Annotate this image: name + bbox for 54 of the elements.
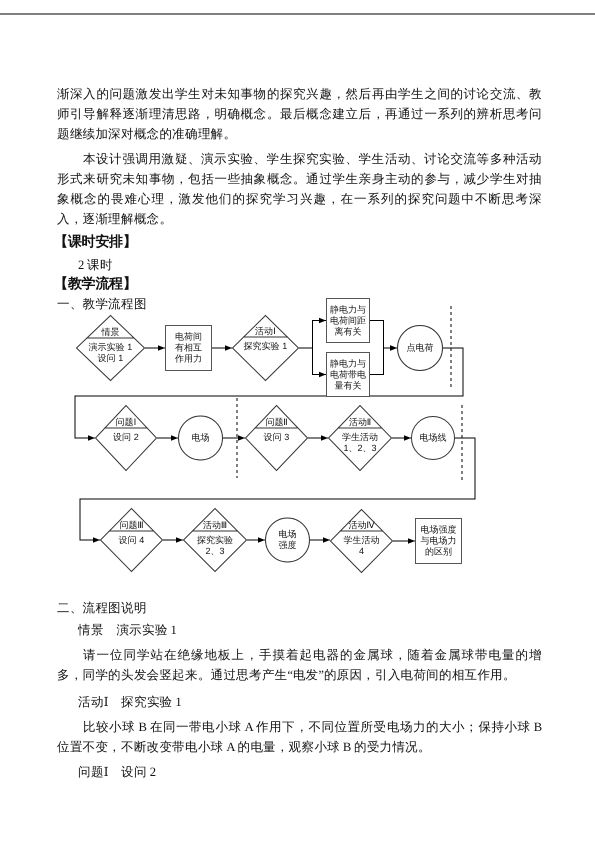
diamond-text: 学生活动 1、2、3 xyxy=(341,432,379,454)
box-text: 静电力与电荷间距离有关 xyxy=(329,304,367,337)
arrow xyxy=(156,435,178,441)
arrow xyxy=(392,538,416,544)
diamond-text: 设问 4 xyxy=(118,535,146,546)
arrow xyxy=(222,435,246,441)
diamond-header: 问题Ⅱ xyxy=(264,417,289,428)
diamond-text: 探究实验 1 xyxy=(242,341,288,352)
process-box xyxy=(165,325,212,371)
paragraph: 本设计强调用激疑、演示实验、学生探究实验、学生活动、讨论交流等多种活动形式来研究未知事物，包括一些抽象概念。通过学生亲身主动的参与，减少学生对抽象概念的畏难心理，激发他们的探究学习兴趣，在一系列的探究问题中不断思考深入，逐渐理解概念。 xyxy=(57,151,542,228)
section-heading: 【课时安排】 xyxy=(54,234,137,252)
subsection-heading: 二、流程图说明 xyxy=(57,600,147,617)
subsection-heading: 一、教学流程图 xyxy=(57,296,147,312)
paragraph: 渐深入的问题激发出学生对未知事物的探究兴趣，然后再由学生之间的讨论交流、教师引导解释逐渐理清思路，明确概念。最后概念建立后，再通过一系列的辨析思考问题继续加深对概念的准确理解。 xyxy=(57,86,542,143)
arrow xyxy=(212,345,232,351)
process-box xyxy=(415,518,462,564)
diamond-header: 活动Ⅲ xyxy=(202,520,228,531)
diamond-header: 问题Ⅲ xyxy=(118,520,145,531)
circle-text: 电场强度 xyxy=(278,529,298,551)
step-heading: 情景 演示实验 1 xyxy=(78,622,177,639)
process-box xyxy=(326,298,370,343)
diamond-header: 问题Ⅰ xyxy=(114,417,138,428)
circle-text: 电场 xyxy=(190,432,210,444)
circle-text: 电场线 xyxy=(418,432,448,444)
arrow xyxy=(144,345,166,351)
box-text: 电场强度与电场力的区别 xyxy=(420,524,458,558)
diamond-text: 学生活动 4 xyxy=(342,535,380,557)
arrow xyxy=(162,537,184,543)
diamond-header: 活动Ⅰ xyxy=(254,326,277,337)
arrow xyxy=(298,348,326,378)
box-text: 电荷间有相互作用力 xyxy=(174,332,203,364)
step-heading: 活动Ⅰ 探究实验 1 xyxy=(78,694,182,711)
diamond-text: 设问 2 xyxy=(112,432,140,443)
arrow xyxy=(246,537,266,543)
section-heading: 【教学流程】 xyxy=(54,276,137,294)
diamond-text: 探究实验 2、3 xyxy=(196,535,234,557)
diamond-text: 演示实验 1 设问 1 xyxy=(88,342,134,364)
arrow xyxy=(392,435,412,441)
diamond-header: 情景 xyxy=(100,327,120,338)
arrow xyxy=(370,345,398,375)
body-text: 2 课时 xyxy=(78,257,113,274)
diamond-header: 活动Ⅱ xyxy=(348,417,372,428)
arrow xyxy=(308,435,328,441)
circle-text: 点电荷 xyxy=(406,342,434,354)
process-box xyxy=(326,352,370,397)
arrow xyxy=(80,438,476,543)
box-text: 静电力与电荷带电量有关 xyxy=(329,358,367,391)
step-heading: 问题Ⅰ 设问 2 xyxy=(78,764,156,781)
paragraph: 请一位同学站在绝缘地板上，手摸着起电器的金属球，随着金属球带电量的增多，同学的头发会竖起来。通过思考产生“电发”的原因，引入电荷间的相互作用。 xyxy=(57,647,542,684)
paragraph: 比较小球 B 在同一带电小球 A 作用下，不同位置所受电场力的大小；保持小球 B 位置不变，不断改变带电小球 A 的电量，观察小球 B 的受力情况。 xyxy=(57,719,542,756)
arrow xyxy=(74,348,464,441)
diamond-text: 设问 3 xyxy=(262,432,290,443)
arrow xyxy=(310,537,330,543)
diamond-header: 活动Ⅳ xyxy=(347,520,376,531)
